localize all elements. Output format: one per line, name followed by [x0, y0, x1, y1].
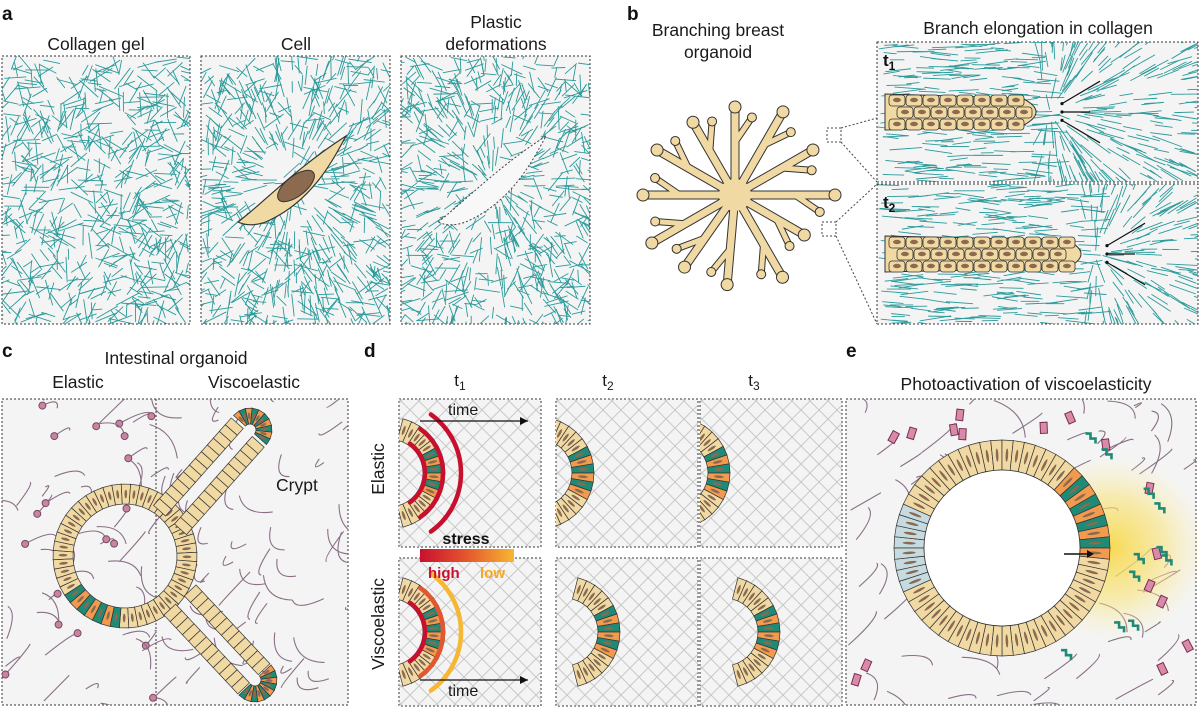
panel-b-label: b	[627, 4, 639, 25]
d-col-t3: t	[748, 371, 753, 390]
crypt-label: Crypt	[276, 475, 318, 495]
organoid-title-line2: organoid	[684, 42, 752, 62]
photoactivation-title: Photoactivation of viscoelasticity	[901, 374, 1152, 394]
time-label-t2: t	[883, 193, 889, 212]
svg-text:t2: t2	[883, 193, 896, 215]
cell-nucleus	[277, 169, 315, 203]
intestinal-organoid	[52, 407, 278, 703]
d-row-viscoelastic: Viscoelastic	[368, 578, 388, 670]
d-col-t1: t	[454, 371, 459, 390]
hydrogel-network	[2, 399, 348, 705]
plastic-cavity	[437, 134, 548, 226]
svg-text:t2: t2	[602, 371, 614, 393]
svg-text:t1: t1	[454, 371, 466, 393]
zoom-box-2	[821, 221, 837, 237]
time-label-t1: t	[883, 51, 889, 70]
panel-c: c Intestinal organoid Elastic Viscoelast…	[1, 341, 349, 706]
d-col-t2: t	[602, 371, 607, 390]
time-label-bottom: time	[448, 683, 478, 700]
panel-b: b Branching breast organoid Branch elong…	[627, 4, 1199, 325]
collagen-fibers-random	[2, 56, 190, 324]
crosslinkers	[850, 408, 1195, 687]
svg-text:t1: t1	[883, 51, 896, 73]
stress-colorbar	[420, 549, 514, 562]
branch-t1	[884, 80, 1101, 144]
branch-t2	[884, 222, 1146, 286]
viscoelastic-label: Viscoelastic	[208, 372, 300, 392]
cell-title: Cell	[281, 34, 311, 54]
elastic-label: Elastic	[52, 372, 104, 392]
panel-a-label: a	[2, 4, 13, 25]
plastic-title-line2: deformations	[445, 34, 546, 54]
collagen-fibers-aligned	[201, 56, 390, 324]
panel-e: e Photoactivation of viscoelasticity	[845, 341, 1200, 706]
spherical-organoid	[893, 439, 1111, 657]
panel-a: a Collagen gel Cell Plastic deformations	[1, 4, 591, 325]
panel-d: d t1 t2 t3 Elastic Viscoelastic time str…	[364, 341, 843, 707]
organoid-title-line1: Branching breast	[652, 20, 784, 40]
panel-d-label: d	[364, 341, 376, 362]
plastic-title-line1: Plastic	[470, 12, 522, 32]
stress-low-label: low	[480, 565, 505, 582]
d-grid	[398, 398, 843, 707]
panel-c-label: c	[2, 341, 13, 362]
d-row-elastic: Elastic	[368, 443, 388, 495]
stress-high-label: high	[428, 565, 460, 582]
intestinal-title: Intestinal organoid	[104, 348, 247, 368]
zoom-box-1	[826, 127, 842, 143]
svg-text:t3: t3	[748, 371, 760, 393]
branching-organoid	[636, 100, 842, 292]
elongation-title: Branch elongation in collagen	[923, 18, 1153, 38]
panel-e-label: e	[846, 341, 857, 362]
collagen-gel-title: Collagen gel	[47, 34, 144, 54]
stress-label: stress	[442, 531, 489, 548]
time-label-top: time	[448, 402, 478, 419]
